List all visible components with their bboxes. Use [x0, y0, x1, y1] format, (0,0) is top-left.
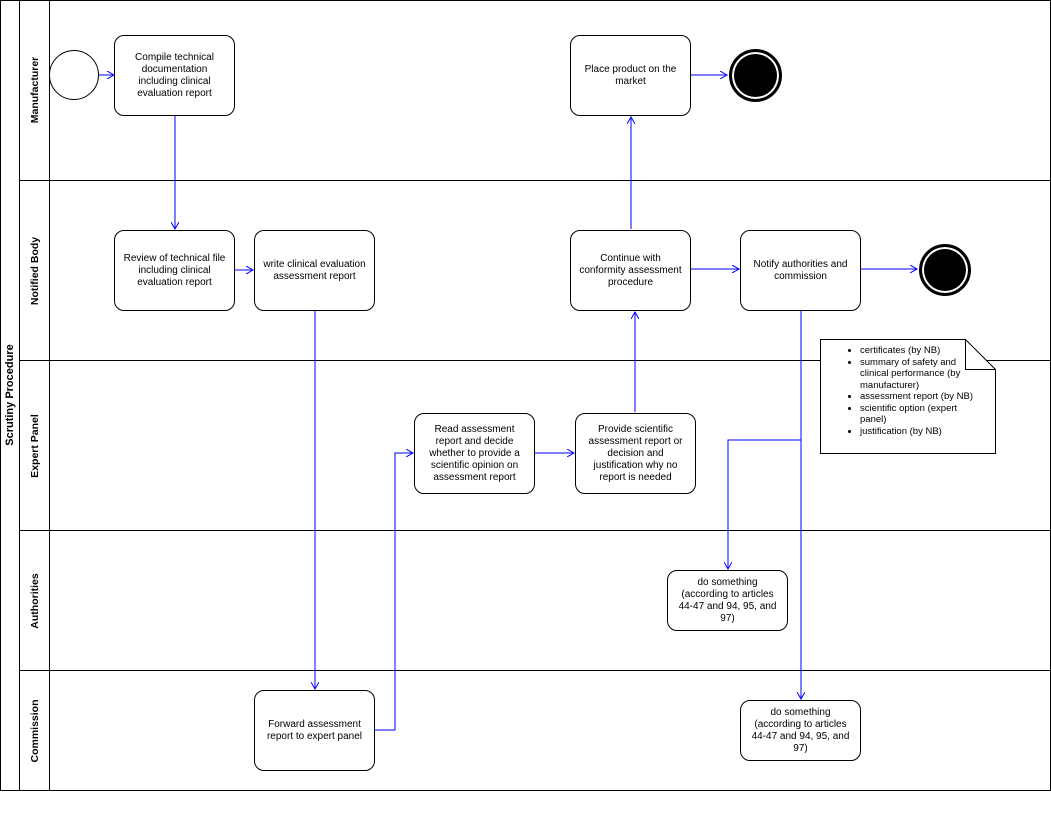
- start-event: [49, 50, 99, 100]
- task-continue-conformity[interactable]: Continue with conformity assessment proc…: [570, 230, 691, 311]
- lane-header: Manufacturer: [20, 0, 49, 180]
- task-label: Provide scientific assessment report or …: [588, 423, 683, 483]
- note-item: summary of safety and clinical performan…: [860, 357, 980, 392]
- task-forward-assessment-report[interactable]: Forward assessment report to expert pane…: [254, 690, 375, 771]
- end-event-market: [729, 49, 782, 102]
- lane-label-notified-body: Notified Body: [28, 236, 41, 305]
- pool-header: Scrutiny Procedure: [0, 0, 20, 791]
- note-shape: [820, 339, 996, 454]
- end-event-notify: [919, 244, 971, 296]
- task-provide-scientific-opinion[interactable]: Provide scientific assessment report or …: [575, 413, 696, 494]
- note-item: scientific option (expert panel): [860, 403, 980, 426]
- task-label: write clinical evaluation assessment rep…: [263, 258, 366, 282]
- task-label: Compile technical documentation includin…: [135, 51, 214, 99]
- task-label: Notify authorities and commission: [753, 258, 848, 282]
- scrutiny-procedure-diagram: Scrutiny Procedure Manufacturer Notified…: [0, 0, 1051, 791]
- lane-expert-panel: Expert Panel: [20, 361, 1050, 531]
- note-item: justification (by NB): [860, 426, 980, 438]
- note-item: assessment report (by NB): [860, 391, 980, 403]
- lane-manufacturer: Manufacturer: [20, 0, 1050, 181]
- annotation-note: certificates (by NB) summary of safety a…: [820, 339, 996, 454]
- task-compile-documentation[interactable]: Compile technical documentation includin…: [114, 35, 235, 116]
- task-review-technical-file[interactable]: Review of technical file including clini…: [114, 230, 235, 311]
- lane-label-commission: Commission: [28, 699, 41, 763]
- task-notify-authorities[interactable]: Notify authorities and commission: [740, 230, 861, 311]
- task-read-assessment-report[interactable]: Read assessment report and decide whethe…: [414, 413, 535, 494]
- task-label: Forward assessment report to expert pane…: [266, 718, 363, 742]
- lane-commission: Commission: [20, 671, 1050, 791]
- task-authorities-do-something[interactable]: do something (according to articles 44-4…: [667, 570, 788, 631]
- task-write-assessment-report[interactable]: write clinical evaluation assessment rep…: [254, 230, 375, 311]
- task-label: Review of technical file including clini…: [123, 252, 226, 288]
- lane-label-manufacturer: Manufacturer: [28, 56, 41, 124]
- pool-title: Scrutiny Procedure: [4, 344, 16, 446]
- lane-header: Notified Body: [20, 181, 49, 360]
- lane-authorities: Authorities: [20, 531, 1050, 671]
- note-item: certificates (by NB): [860, 345, 980, 357]
- lane-header-divider: [49, 0, 50, 791]
- task-label: Place product on the market: [584, 63, 677, 87]
- task-label: Read assessment report and decide whethe…: [429, 423, 520, 483]
- lane-notified-body: Notified Body: [20, 181, 1050, 361]
- task-place-product[interactable]: Place product on the market: [570, 35, 691, 116]
- note-list: certificates (by NB) summary of safety a…: [820, 345, 980, 437]
- task-label: do something (according to articles 44-4…: [678, 576, 777, 624]
- task-label: do something (according to articles 44-4…: [751, 706, 850, 754]
- lane-header: Commission: [20, 671, 49, 791]
- task-label: Continue with conformity assessment proc…: [579, 252, 682, 288]
- task-commission-do-something[interactable]: do something (according to articles 44-4…: [740, 700, 861, 761]
